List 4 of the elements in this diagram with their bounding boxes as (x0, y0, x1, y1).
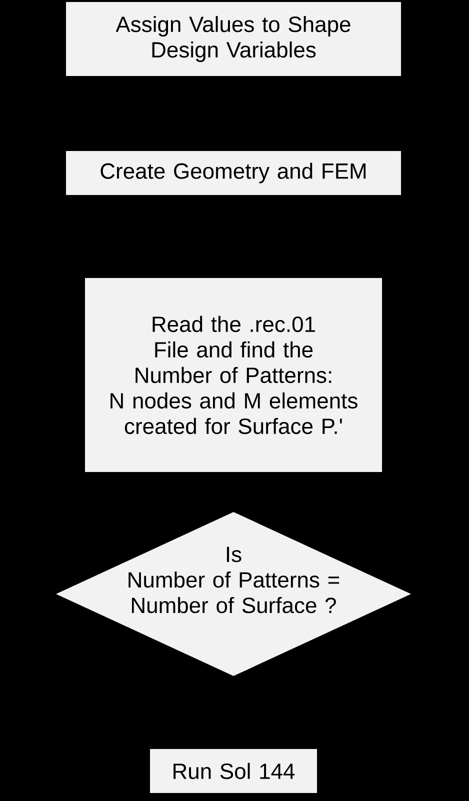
process-box: Run Sol 144 (150, 749, 317, 793)
process-box: Read the .rec.01 File and find the Number of Patterns: N nodes and M elements created for Surface P.' (85, 278, 382, 472)
process-box: Assign Values to Shape Design Variables (66, 2, 401, 76)
process-box: Create Geometry and FEM (66, 151, 401, 195)
